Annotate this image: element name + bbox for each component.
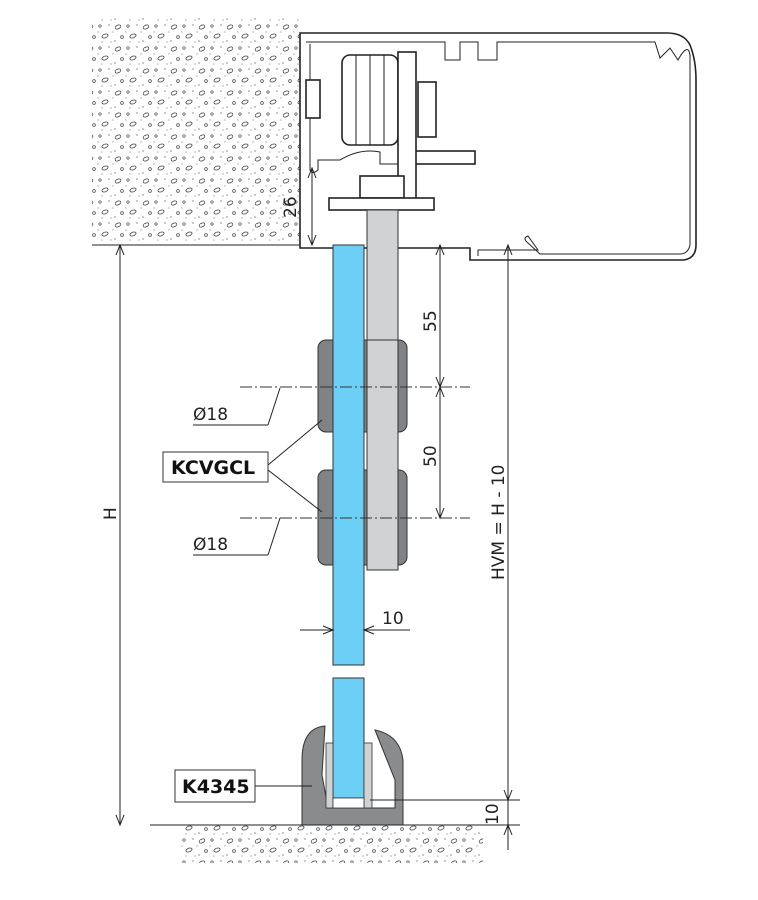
dim-roller-diameter-upper: Ø18: [193, 405, 228, 425]
glass-panel-lower: [332, 677, 365, 799]
dim-height: H: [101, 507, 121, 520]
floor-channel-label-box: [174, 769, 256, 803]
dim-roller-spacing: 50: [421, 445, 441, 467]
glass-panel-upper: [332, 244, 365, 666]
floor-channel-label: K4345: [182, 776, 250, 798]
dim-hvm: HVM = H - 10: [489, 465, 509, 581]
dim-roller-offset: 55: [421, 310, 441, 332]
dimension-lines: [100, 166, 520, 850]
dim-bottom-gap: 10: [483, 803, 503, 825]
floor-concrete: [150, 824, 520, 863]
ceiling-concrete: [92, 18, 512, 246]
guide-part-label: KCVGCL: [171, 457, 255, 479]
guide-part-label-box: [162, 451, 269, 483]
center-lines: [240, 386, 470, 519]
dim-top-gap: 26: [281, 196, 301, 218]
dim-glass-thickness: 10: [382, 609, 404, 629]
dim-roller-diameter-lower: Ø18: [193, 535, 228, 555]
floor-channel: [301, 725, 404, 826]
roller-carriage: [328, 51, 437, 211]
